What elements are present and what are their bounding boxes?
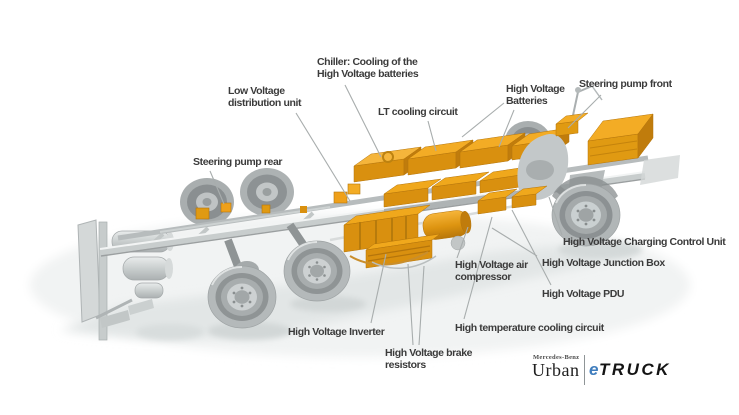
callout-high-voltage-brake-resistors: High Voltage brake resistors bbox=[385, 347, 473, 371]
leader-high-voltage-brake-resistors-2 bbox=[418, 265, 425, 346]
callout-high-voltage-charging-control-unit: High Voltage Charging Control Unit bbox=[563, 236, 726, 248]
leader-high-voltage-batteries-2 bbox=[498, 109, 515, 148]
etruck-e: e bbox=[589, 360, 599, 379]
callout-low-voltage-distribution-unit: Low Voltage distribution unit bbox=[228, 85, 302, 109]
leader-high-voltage-charging-control-unit bbox=[548, 196, 563, 236]
leader-high-temperature-cooling-circuit bbox=[463, 216, 493, 320]
leader-low-voltage-distribution-unit bbox=[295, 112, 351, 202]
callout-high-voltage-pdu: High Voltage PDU bbox=[542, 288, 625, 300]
etruck-truck: TRUCK bbox=[598, 360, 671, 379]
callout-steering-pump-rear: Steering pump rear bbox=[193, 156, 283, 168]
leader-steering-pump-front bbox=[567, 94, 602, 129]
leader-steering-pump-rear bbox=[209, 170, 225, 205]
callout-high-voltage-batteries: High Voltage Batteries bbox=[506, 83, 565, 107]
underfloor-orange-assembly bbox=[343, 185, 548, 269]
near-wheels bbox=[207, 183, 621, 329]
leader-high-voltage-inverter bbox=[370, 253, 387, 324]
callout-high-temperature-cooling-circuit: High temperature cooling circuit bbox=[455, 322, 604, 334]
callout-lt-cooling-circuit: LT cooling circuit bbox=[378, 106, 458, 118]
callout-high-voltage-air-compressor: High Voltage air compressor bbox=[455, 259, 528, 283]
leader-lines bbox=[209, 84, 602, 346]
callout-chiller: Chiller: Cooling of the High Voltage bat… bbox=[317, 56, 419, 80]
logo-divider bbox=[584, 355, 585, 385]
rear-orange-units bbox=[195, 183, 361, 220]
leader-high-voltage-brake-resistors-1 bbox=[407, 263, 414, 346]
leader-chiller bbox=[344, 84, 382, 158]
urban-etruck-logo: Mercedes-Benz Urban eTRUCK bbox=[530, 352, 710, 392]
etruck-wordmark: eTRUCK bbox=[589, 360, 671, 380]
callout-steering-pump-front: Steering pump front bbox=[579, 78, 672, 90]
leader-high-voltage-air-compressor bbox=[456, 226, 469, 259]
urban-wordmark: Urban bbox=[532, 360, 580, 380]
callout-high-voltage-junction-box: High Voltage Junction Box bbox=[542, 257, 665, 269]
leader-lt-cooling-circuit bbox=[427, 120, 437, 152]
callout-high-voltage-inverter: High Voltage Inverter bbox=[288, 326, 385, 338]
leader-high-voltage-batteries-1 bbox=[461, 102, 505, 138]
leader-high-voltage-pdu bbox=[511, 209, 552, 286]
leader-high-voltage-junction-box bbox=[491, 227, 538, 257]
mercedes-benz-wordmark: Mercedes-Benz bbox=[533, 354, 580, 361]
